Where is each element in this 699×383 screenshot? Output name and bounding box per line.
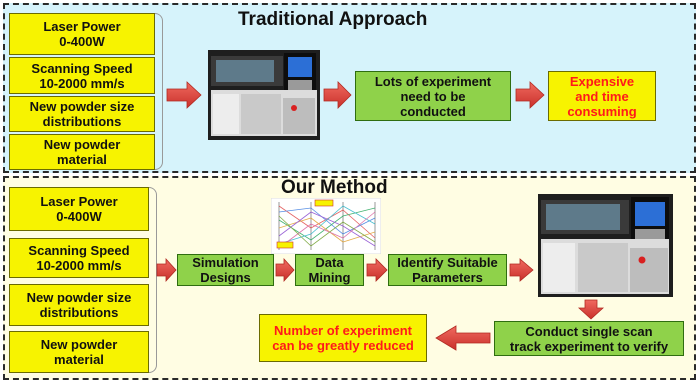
- result-greatly-reduced: Number of experiment can be greatly redu…: [259, 314, 427, 362]
- step-conduct-single-scan[interactable]: Conduct single scan track experiment to …: [494, 321, 684, 356]
- am-machine-image-top: [208, 50, 320, 140]
- step-identify-parameters[interactable]: Identify Suitable Parameters: [388, 254, 507, 286]
- param-bracket-bottom: [149, 187, 157, 373]
- param-laser-power-bottom: Laser Power 0-400W: [9, 187, 149, 231]
- param-bracket-top: [155, 13, 163, 170]
- param-scanning-speed-bottom: Scanning Speed 10-2000 mm/s: [9, 238, 149, 278]
- data-mining-chart-image: [271, 198, 381, 254]
- result-expensive: Expensive and time consuming: [548, 71, 656, 121]
- param-powder-size-top: New powder size distributions: [9, 96, 155, 132]
- am-machine-image-bottom: [538, 194, 673, 297]
- traditional-approach-title: Traditional Approach: [238, 9, 428, 30]
- param-powder-size-bottom: New powder size distributions: [9, 284, 149, 326]
- param-powder-material-top: New powder material: [9, 134, 155, 170]
- step-data-mining[interactable]: Data Mining: [295, 254, 364, 286]
- param-laser-power-top: Laser Power 0-400W: [9, 13, 155, 55]
- our-method-title: Our Method: [281, 177, 388, 198]
- step-simulation-designs[interactable]: Simulation Designs: [177, 254, 274, 286]
- param-powder-material-bottom: New powder material: [9, 331, 149, 373]
- step-lots-of-experiment: Lots of experiment need to be conducted: [355, 71, 511, 121]
- param-scanning-speed-top: Scanning Speed 10-2000 mm/s: [9, 57, 155, 94]
